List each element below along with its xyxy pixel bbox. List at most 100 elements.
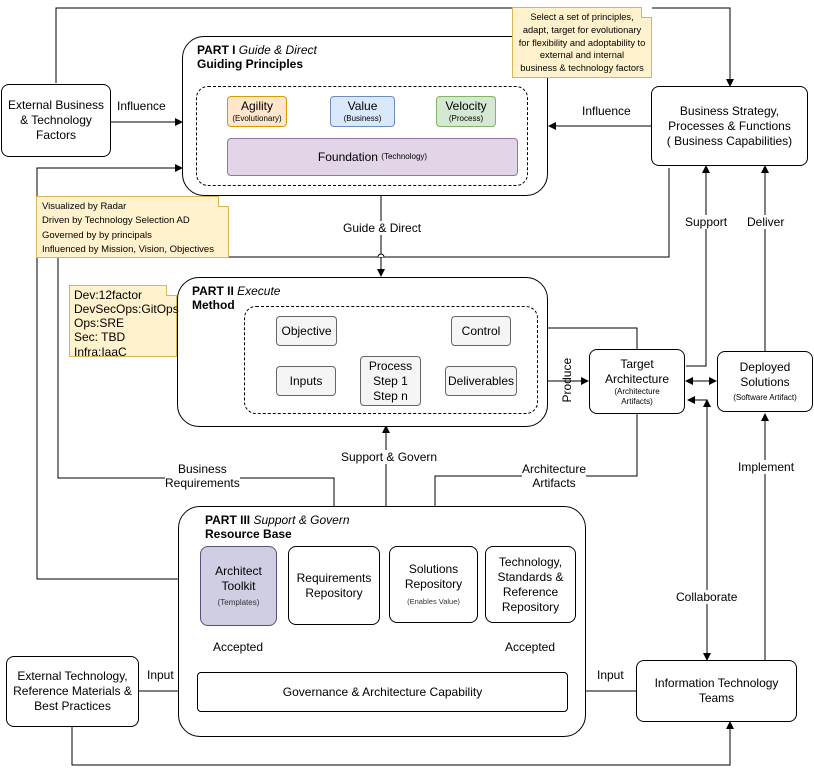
requirements-line1: Requirements — [296, 570, 372, 585]
objective-step: Objective — [276, 316, 337, 346]
principles-note-line: external and internal — [539, 50, 625, 61]
external-technology-box: External Technology, Reference Materials… — [6, 656, 139, 727]
toolkit-line1: Architect — [215, 564, 262, 578]
value-label: Value — [347, 99, 378, 113]
agility-label: Agility — [240, 99, 273, 113]
process-step: Process Step 1 Step n — [360, 356, 421, 406]
strategy-line1: Business Strategy, — [679, 103, 780, 118]
ext-biz-line2: & Technology — [20, 113, 92, 127]
control-step: Control — [451, 316, 511, 346]
business-req-line1: Business — [178, 462, 227, 476]
arch-artifacts-line1: Architecture — [522, 462, 587, 476]
foundation-label: Foundation — [317, 149, 378, 164]
it-teams-line2: Teams — [698, 691, 735, 705]
ext-tech-line3: Best Practices — [34, 699, 111, 713]
label-implement: Implement — [738, 460, 795, 475]
label-collaborate: Collaborate — [676, 590, 738, 605]
deliverables-step: Deliverables — [445, 366, 517, 396]
label-accepted-left: Accepted — [213, 640, 264, 655]
deployed-solutions-box: Deployed Solutions (Software Artifact) — [717, 351, 813, 412]
foundation-principle: Foundation (Technology) — [227, 138, 518, 176]
label-architecture-artifacts: Architecture Artifacts — [522, 462, 587, 491]
deliverables-label: Deliverables — [447, 373, 515, 388]
method-note: Dev:12factor DevSecOps:GitOps Ops:SRE Se… — [69, 285, 179, 359]
arrow-target-to-control — [511, 324, 638, 349]
method-note-line: Ops:SRE — [74, 316, 125, 331]
governance-label: Governance & Architecture Capability — [282, 684, 483, 699]
arrow-strategy-loop — [57, 168, 670, 547]
value-principle: Value (Business) — [330, 96, 395, 127]
label-influence-right: Influence — [582, 104, 631, 118]
agility-principle: Agility (Evolutionary) — [227, 96, 287, 127]
label-business-requirements: Business Requirements — [165, 462, 240, 491]
toolkit-line2: Toolkit — [221, 579, 256, 593]
label-accepted-right: Accepted — [505, 640, 556, 655]
architect-toolkit-repo: Architect Toolkit (Templates) — [200, 546, 277, 626]
part2-title: PART II Execute Method — [192, 284, 281, 313]
external-business-factors-box: External Business & Technology Factors — [1, 84, 111, 157]
requirements-repo: Requirements Repository — [288, 546, 380, 625]
requirements-line2: Repository — [305, 585, 363, 600]
part1-principles-group — [196, 86, 528, 186]
toolkit-sub: (Templates) — [217, 598, 260, 607]
part1-title: PART I Guide & Direct Guiding Principles — [197, 43, 317, 72]
principles-note-line: for flexibility and adoptability to — [518, 37, 646, 48]
radar-note-line: Visualized by Radar — [42, 201, 127, 212]
business-strategy-box: Business Strategy, Processes & Functions… — [651, 86, 808, 166]
it-teams-box: Information Technology Teams — [636, 660, 797, 722]
value-sublabel: (Business) — [343, 114, 382, 123]
deployed-sub: (Software Artifact) — [733, 393, 797, 402]
tech-line4: Repository — [501, 599, 560, 614]
label-deliver: Deliver — [747, 215, 785, 230]
arch-artifacts-line2: Artifacts — [532, 476, 576, 491]
radar-note-line: Influenced by Mission, Vision, Objective… — [42, 243, 214, 255]
label-support-govern: Support & Govern — [341, 450, 438, 465]
arrow-ext-to-strategy — [55, 7, 734, 87]
objective-label: Objective — [281, 323, 332, 338]
target-architecture-box: Target Architecture (Architecture Artifa… — [589, 349, 685, 414]
ext-biz-line3: Factors — [35, 128, 76, 142]
label-produce: Produce — [560, 357, 575, 403]
principles-note-line: business & technology factors — [520, 63, 644, 74]
it-teams-line1: Information Technology — [654, 676, 779, 690]
target-sub1: (Architecture — [614, 386, 660, 396]
velocity-principle: Velocity (Process) — [436, 96, 496, 127]
technology-standards-repo: Technology, Standards & Reference Reposi… — [485, 546, 576, 623]
inputs-step: Inputs — [276, 366, 336, 396]
radar-note-line: Driven by Technology Selection AD — [42, 215, 190, 227]
method-note-line: Dev:12factor — [74, 288, 143, 302]
solutions-repo: Solutions Repository (Enables Value) — [389, 546, 478, 623]
part2-method-group — [244, 306, 538, 414]
tech-line1: Technology, — [498, 554, 563, 569]
deployed-line2: Solutions — [740, 375, 790, 389]
label-support: Support — [685, 215, 728, 230]
process-line2: Step 1 — [373, 373, 408, 388]
principles-note: Select a set of principles, adapt, targe… — [512, 7, 652, 78]
tech-line3: Reference — [502, 584, 559, 599]
arrow-target-to-strategy — [686, 165, 710, 367]
solutions-sub: (Enables Value) — [407, 597, 460, 607]
target-line1: Target — [620, 356, 654, 371]
velocity-sublabel: (Process) — [448, 114, 484, 123]
arrow-left-loop-part1 — [36, 164, 183, 580]
label-input-right: Input — [597, 668, 624, 682]
method-note-line: Sec: TBD — [74, 330, 126, 345]
ext-biz-line1: External Business — [7, 98, 105, 112]
method-note-line: DevSecOps:GitOps — [74, 302, 179, 317]
solutions-line2: Repository — [404, 577, 463, 592]
method-note-line: Infra:IaaC — [74, 344, 127, 359]
control-label: Control — [461, 323, 501, 338]
principles-note-line: adapt, target for evolutionary — [522, 24, 642, 35]
ext-tech-line2: Reference Materials & — [13, 684, 132, 698]
strategy-line2: Processes & Functions — [668, 118, 791, 133]
deployed-line1: Deployed — [739, 360, 791, 374]
strategy-line3: ( Business Capabilities) — [666, 133, 793, 148]
business-req-line2: Requirements — [165, 476, 240, 491]
velocity-label: Velocity — [445, 99, 487, 113]
process-line3: Step n — [373, 388, 408, 403]
target-sub2: Artifacts) — [621, 396, 653, 406]
principles-note-line: Select a set of principles, — [530, 12, 634, 22]
tech-line2: Standards & — [497, 569, 564, 584]
arrow-exttech-to-it — [71, 721, 734, 766]
